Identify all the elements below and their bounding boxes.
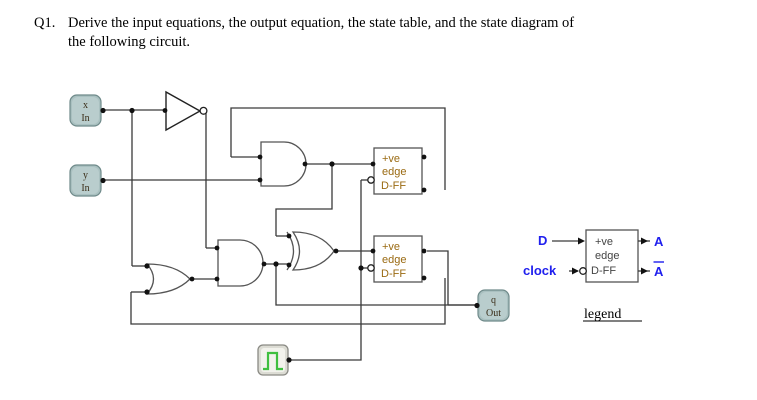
legend-clock-bubble-icon: [579, 267, 587, 275]
legend-d-arrow-icon: [578, 237, 585, 245]
and-gate-1-output-dot: [302, 161, 308, 167]
wire-clock-trunk: [288, 180, 362, 361]
junction-dot-clock-branch: [358, 265, 364, 271]
wire-ff1-qbar-feedback: [230, 107, 446, 190]
input-pin-x-label-top: x: [83, 100, 88, 111]
flipflop-2-line1: +ve: [382, 241, 400, 253]
or-gate-1-output-dot: [189, 276, 195, 282]
flipflop-1[interactable]: +ve edge D-FF: [367, 147, 427, 195]
output-pin-q[interactable]: q Out: [474, 289, 510, 322]
and-gate-2: [214, 239, 279, 287]
flipflop-1-line1: +ve: [382, 153, 400, 165]
wire-ff2-q-to-out: [427, 250, 449, 305]
legend-a-label: A: [654, 234, 664, 249]
input-pin-y-terminal-dot: [100, 177, 106, 184]
flipflop-2-d-input-dot: [370, 248, 376, 254]
xor-gate-1: [286, 231, 339, 271]
input-pin-x-terminal-dot: [100, 107, 106, 114]
legend-clock-label: clock: [523, 263, 557, 278]
flipflop-1-qbar-output-dot: [421, 187, 427, 193]
wire-and1-branch-to-xor: [275, 164, 333, 236]
legend-a-arrow-icon: [641, 237, 648, 245]
question-block: Q1. Derive the input equations, the outp…: [34, 14, 724, 52]
legend: +ve edge D-FF D clock A A legend: [523, 229, 664, 322]
flipflop-2-q-output-dot: [421, 248, 427, 254]
and-gate-1-input-bottom-dot: [257, 177, 263, 183]
flipflop-2-line3: D-FF: [381, 268, 406, 280]
or-gate-1-input-bottom-dot: [144, 289, 150, 295]
question-first-line: Q1. Derive the input equations, the outp…: [34, 14, 724, 33]
flipflop-1-box[interactable]: [373, 147, 423, 195]
not-gate-body: [165, 90, 202, 132]
input-pin-y-label-bottom: In: [81, 183, 89, 194]
and-gate-1: [257, 141, 335, 187]
input-pin-x-inner: [72, 97, 99, 124]
input-pin-x[interactable]: x In: [69, 94, 106, 127]
legend-ff-box: [585, 229, 639, 283]
flipflop-2-line2: edge: [382, 254, 406, 266]
input-pin-y-inner: [72, 167, 99, 194]
xor-gate-1-input-bottom-dot: [286, 262, 292, 268]
junction-dot-and2-branch: [273, 261, 279, 267]
and-gate-1-input-top-dot: [257, 154, 263, 160]
question-text-line1: Derive the input equations, the output e…: [68, 15, 575, 31]
input-pin-x-label-bottom: In: [81, 113, 89, 124]
question-text-line2: the following circuit.: [68, 34, 191, 50]
and-gate-2-input-top-dot: [214, 245, 220, 251]
output-pin-q-label-bottom: Out: [486, 308, 501, 319]
xor-gate-1-input-top-dot: [286, 233, 292, 239]
wire-ff2-qbar-feedback: [130, 278, 446, 325]
flipflop-2-box[interactable]: [373, 235, 423, 283]
flipflop-2-clock-bubble-icon: [367, 264, 375, 272]
flipflop-1-clock-bubble-icon: [367, 176, 375, 184]
legend-ff-line2: edge: [595, 250, 619, 262]
not-gate: [129, 90, 208, 132]
xor-gate-1-body: [291, 231, 335, 271]
not-gate-input-dot: [162, 108, 168, 113]
clock-source[interactable]: [257, 344, 292, 376]
xor-gate-1-output-dot: [333, 248, 339, 254]
flipflop-2[interactable]: +ve edge D-FF: [358, 235, 427, 283]
legend-d-label: D: [538, 233, 547, 248]
flipflop-2-qbar-output-dot: [421, 275, 427, 281]
junction-dot-and1-branch: [329, 161, 335, 167]
input-pin-y[interactable]: y In: [69, 164, 106, 197]
output-pin-q-label-top: q: [491, 295, 496, 306]
not-gate-bubble-icon: [199, 106, 208, 115]
legend-ff-line3: D-FF: [591, 265, 616, 277]
flipflop-1-line2: edge: [382, 166, 406, 178]
legend-ff-line1: +ve: [595, 236, 613, 248]
flipflop-1-d-input-dot: [370, 161, 376, 167]
output-pin-q-inner: [480, 292, 507, 319]
legend-abar-arrow-icon: [641, 267, 648, 275]
flipflop-1-q-output-dot: [421, 154, 427, 160]
and-gate-2-body: [217, 239, 264, 287]
or-gate-1: [144, 263, 195, 295]
input-pin-y-label-top: y: [83, 170, 88, 181]
legend-abar-label: A: [654, 264, 664, 279]
and-gate-2-output-dot: [261, 261, 267, 267]
or-gate-1-input-top-dot: [144, 263, 150, 269]
legend-clock-arrow-icon: [572, 267, 579, 275]
output-pin-q-terminal-dot: [474, 302, 480, 309]
wire-and2-branch-to-qout: [275, 264, 476, 306]
and-gate-1-body: [260, 141, 307, 187]
question-number: Q1.: [34, 15, 56, 31]
clock-source-terminal-dot: [286, 357, 292, 363]
question-second-line: the following circuit.: [34, 33, 724, 52]
or-gate-1-body: [145, 263, 191, 295]
and-gate-2-input-bottom-dot: [214, 276, 220, 282]
legend-caption: legend: [584, 307, 621, 322]
flipflop-1-line3: D-FF: [381, 180, 406, 192]
junction-dot-x-branch: [129, 107, 135, 114]
clock-pulse-icon: [263, 351, 283, 371]
